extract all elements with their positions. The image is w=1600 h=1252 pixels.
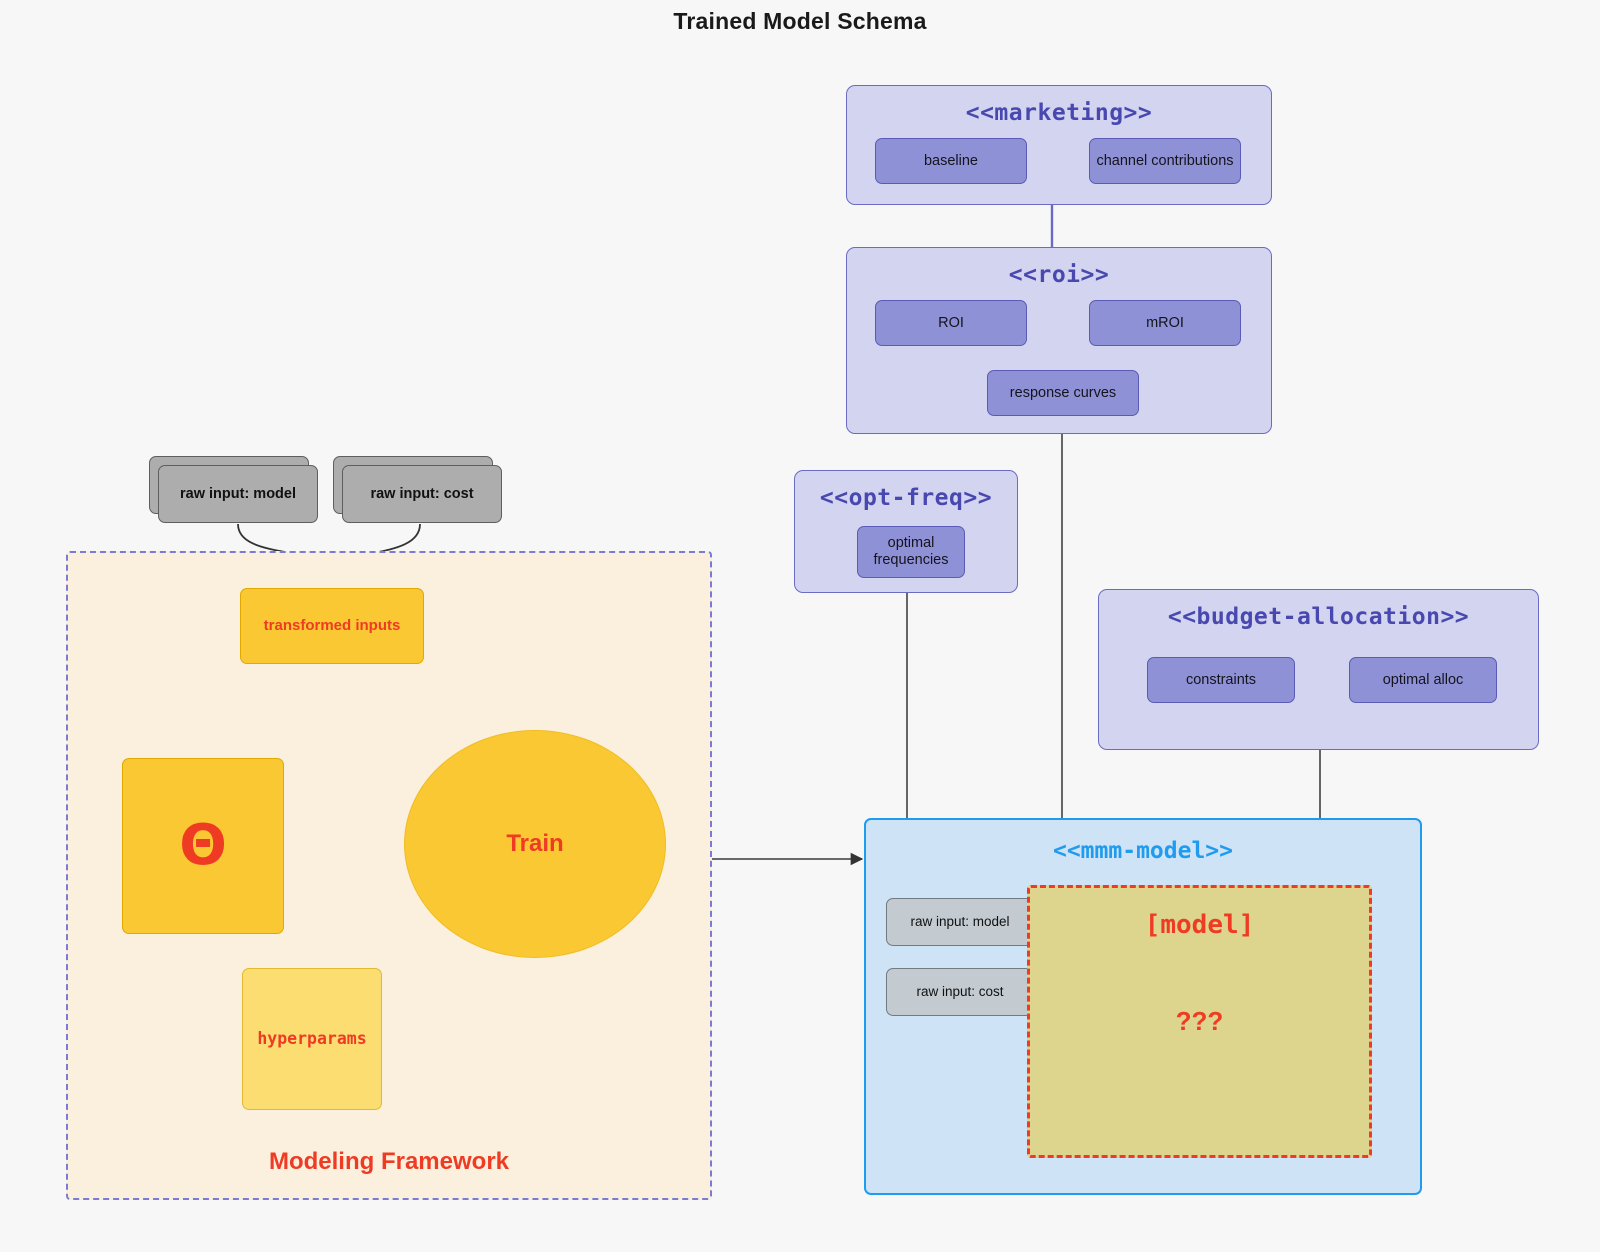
mmm-raw-input-model-card[interactable]: raw input: model xyxy=(877,889,1034,946)
mmm-raw-input-cost-label: raw input: cost xyxy=(916,984,1004,1000)
package-opt-freq[interactable]: <<opt-freq>> optimal frequencies xyxy=(794,470,1018,593)
theta-glyph: Θ xyxy=(179,813,227,878)
node-roi[interactable]: ROI xyxy=(866,291,1027,346)
mmm-raw-input-cost-card[interactable]: raw input: cost xyxy=(877,959,1034,1016)
package-mmm-model[interactable]: <<mmm-model>> raw input: model raw input… xyxy=(864,818,1422,1195)
hyperparams-card[interactable]: hyperparams xyxy=(233,959,382,1110)
node-optimal-frequencies[interactable]: optimal frequencies xyxy=(848,517,965,578)
raw-input-cost-card[interactable]: raw input: cost xyxy=(333,456,502,523)
node-channel-contributions-label: channel contributions xyxy=(1096,152,1234,169)
node-response-curves[interactable]: response curves xyxy=(978,361,1139,416)
node-response-curves-label: response curves xyxy=(1009,384,1117,401)
node-optimal-frequencies-label-line2: frequencies xyxy=(873,552,949,568)
page-title: Trained Model Schema xyxy=(673,8,927,34)
model-slot-label: [model] xyxy=(1144,910,1255,940)
package-marketing[interactable]: <<marketing>> baseline channel contribut… xyxy=(846,85,1272,205)
package-roi-title: <<roi>> xyxy=(1008,262,1110,288)
transformed-inputs-label: transformed inputs xyxy=(263,617,401,635)
model-slot[interactable]: [model] ??? xyxy=(1027,885,1372,1158)
package-marketing-title: <<marketing>> xyxy=(965,100,1153,126)
package-opt-freq-title: <<opt-freq>> xyxy=(819,485,993,511)
mmm-raw-input-model-label: raw input: model xyxy=(910,914,1010,930)
node-channel-contributions[interactable]: channel contributions xyxy=(1080,129,1241,184)
node-optimal-alloc[interactable]: optimal alloc xyxy=(1340,648,1497,703)
node-mroi[interactable]: mROI xyxy=(1080,291,1241,346)
node-roi-label: ROI xyxy=(938,314,964,331)
package-roi[interactable]: <<roi>> ROI mROI response curves xyxy=(846,247,1272,434)
node-baseline-label: baseline xyxy=(923,152,978,169)
package-budget-allocation-title: <<budget-allocation>> xyxy=(1167,604,1470,630)
raw-input-cost-label: raw input: cost xyxy=(370,485,474,502)
node-baseline[interactable]: baseline xyxy=(866,129,1027,184)
package-budget-allocation[interactable]: <<budget-allocation>> constraints optima… xyxy=(1098,589,1539,750)
node-optimal-alloc-label: optimal alloc xyxy=(1382,671,1464,688)
train-node[interactable]: Train xyxy=(404,730,666,958)
transformed-inputs-card[interactable]: transformed inputs xyxy=(231,579,424,664)
raw-input-model-card[interactable]: raw input: model xyxy=(149,456,318,523)
node-optimal-frequencies-label-line1: optimal xyxy=(887,535,935,552)
package-mmm-model-title: <<mmm-model>> xyxy=(1052,838,1233,864)
model-slot-unknown: ??? xyxy=(1175,1006,1224,1036)
raw-input-model-label: raw input: model xyxy=(180,485,296,502)
node-constraints-label: constraints xyxy=(1185,671,1257,688)
node-constraints[interactable]: constraints xyxy=(1138,648,1295,703)
modeling-framework-label: Modeling Framework xyxy=(268,1148,510,1175)
node-mroi-label: mROI xyxy=(1146,314,1184,331)
hyperparams-label: hyperparams xyxy=(257,1028,367,1048)
theta-card[interactable]: Θ xyxy=(113,749,284,934)
train-label: Train xyxy=(506,830,564,857)
